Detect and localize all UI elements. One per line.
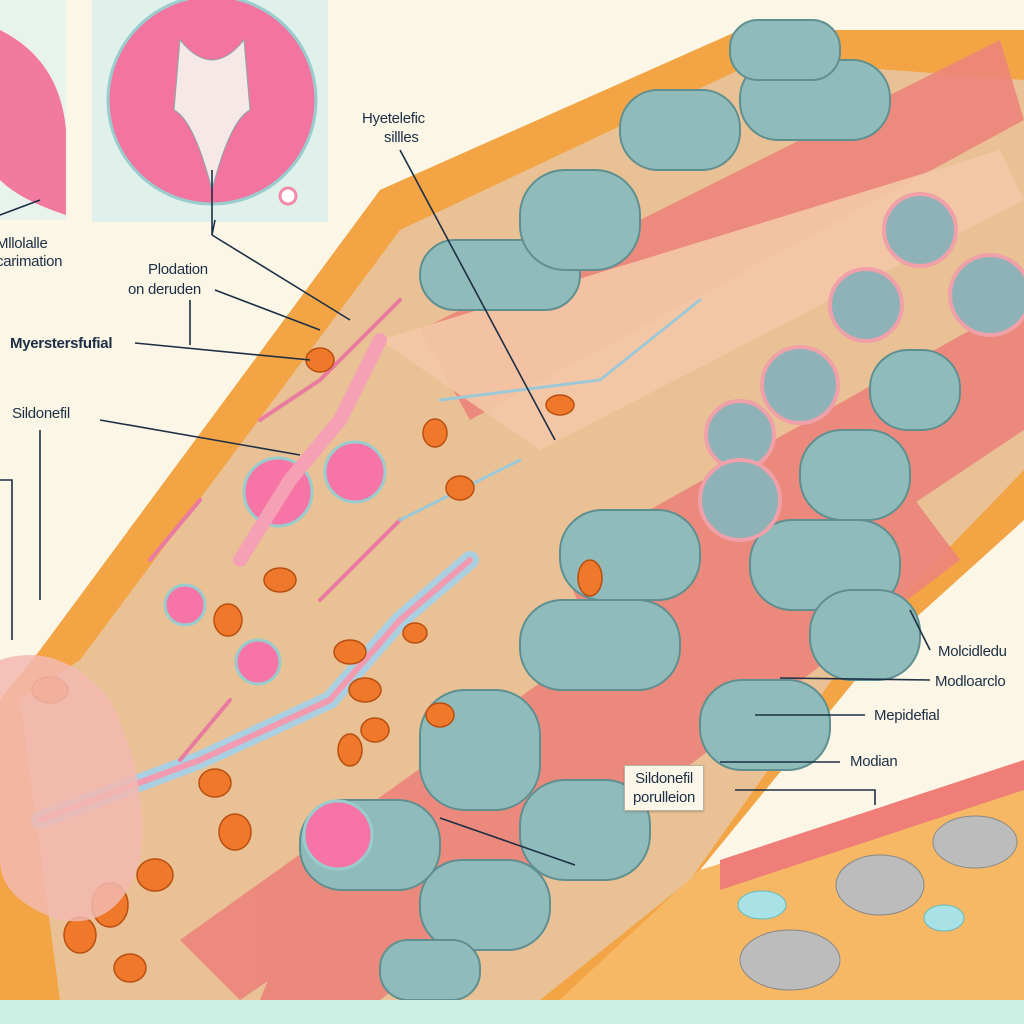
- label-plodation-1: Plodation: [148, 261, 208, 278]
- label-sildonefil-box-2: porulleion: [633, 789, 696, 806]
- leader-lines: [0, 149, 931, 866]
- label-sildonefil: Sildonefil: [12, 405, 70, 422]
- inset-tissue-left: [0, 0, 66, 220]
- bottom-border: [0, 1000, 1024, 1024]
- tablets: [737, 815, 1018, 991]
- inset-cross-section: [92, 0, 328, 222]
- label-plodation-2: on deruden: [128, 281, 201, 298]
- label-hyetelefic-1: Hyetelefic: [362, 110, 425, 127]
- label-sildonefil-box: Sildonefil porulleion: [624, 765, 705, 811]
- label-modloarclo: Modloarclo: [935, 673, 1006, 690]
- label-sildonefil-box-1: Sildonefil: [635, 770, 693, 787]
- label-myerstersfufial: Myerstersfufial: [10, 335, 113, 352]
- blood-vessels: [31, 298, 702, 829]
- label-top-left-1: Mllolalle: [0, 235, 48, 252]
- pink-lobules: [163, 440, 387, 871]
- label-hyetelefic-2: sillles: [384, 129, 419, 146]
- tissue-clump: [0, 655, 142, 922]
- label-top-left-2: carimation: [0, 253, 63, 270]
- label-modian: Modian: [850, 753, 898, 770]
- nerve-bundle: [380, 150, 1024, 450]
- muscle-strip: [720, 760, 1024, 890]
- label-molcidledu: Molcidledu: [938, 643, 1007, 660]
- vessel-cross-sections: [698, 192, 1024, 542]
- label-mepidefial: Mepidefial: [874, 707, 940, 724]
